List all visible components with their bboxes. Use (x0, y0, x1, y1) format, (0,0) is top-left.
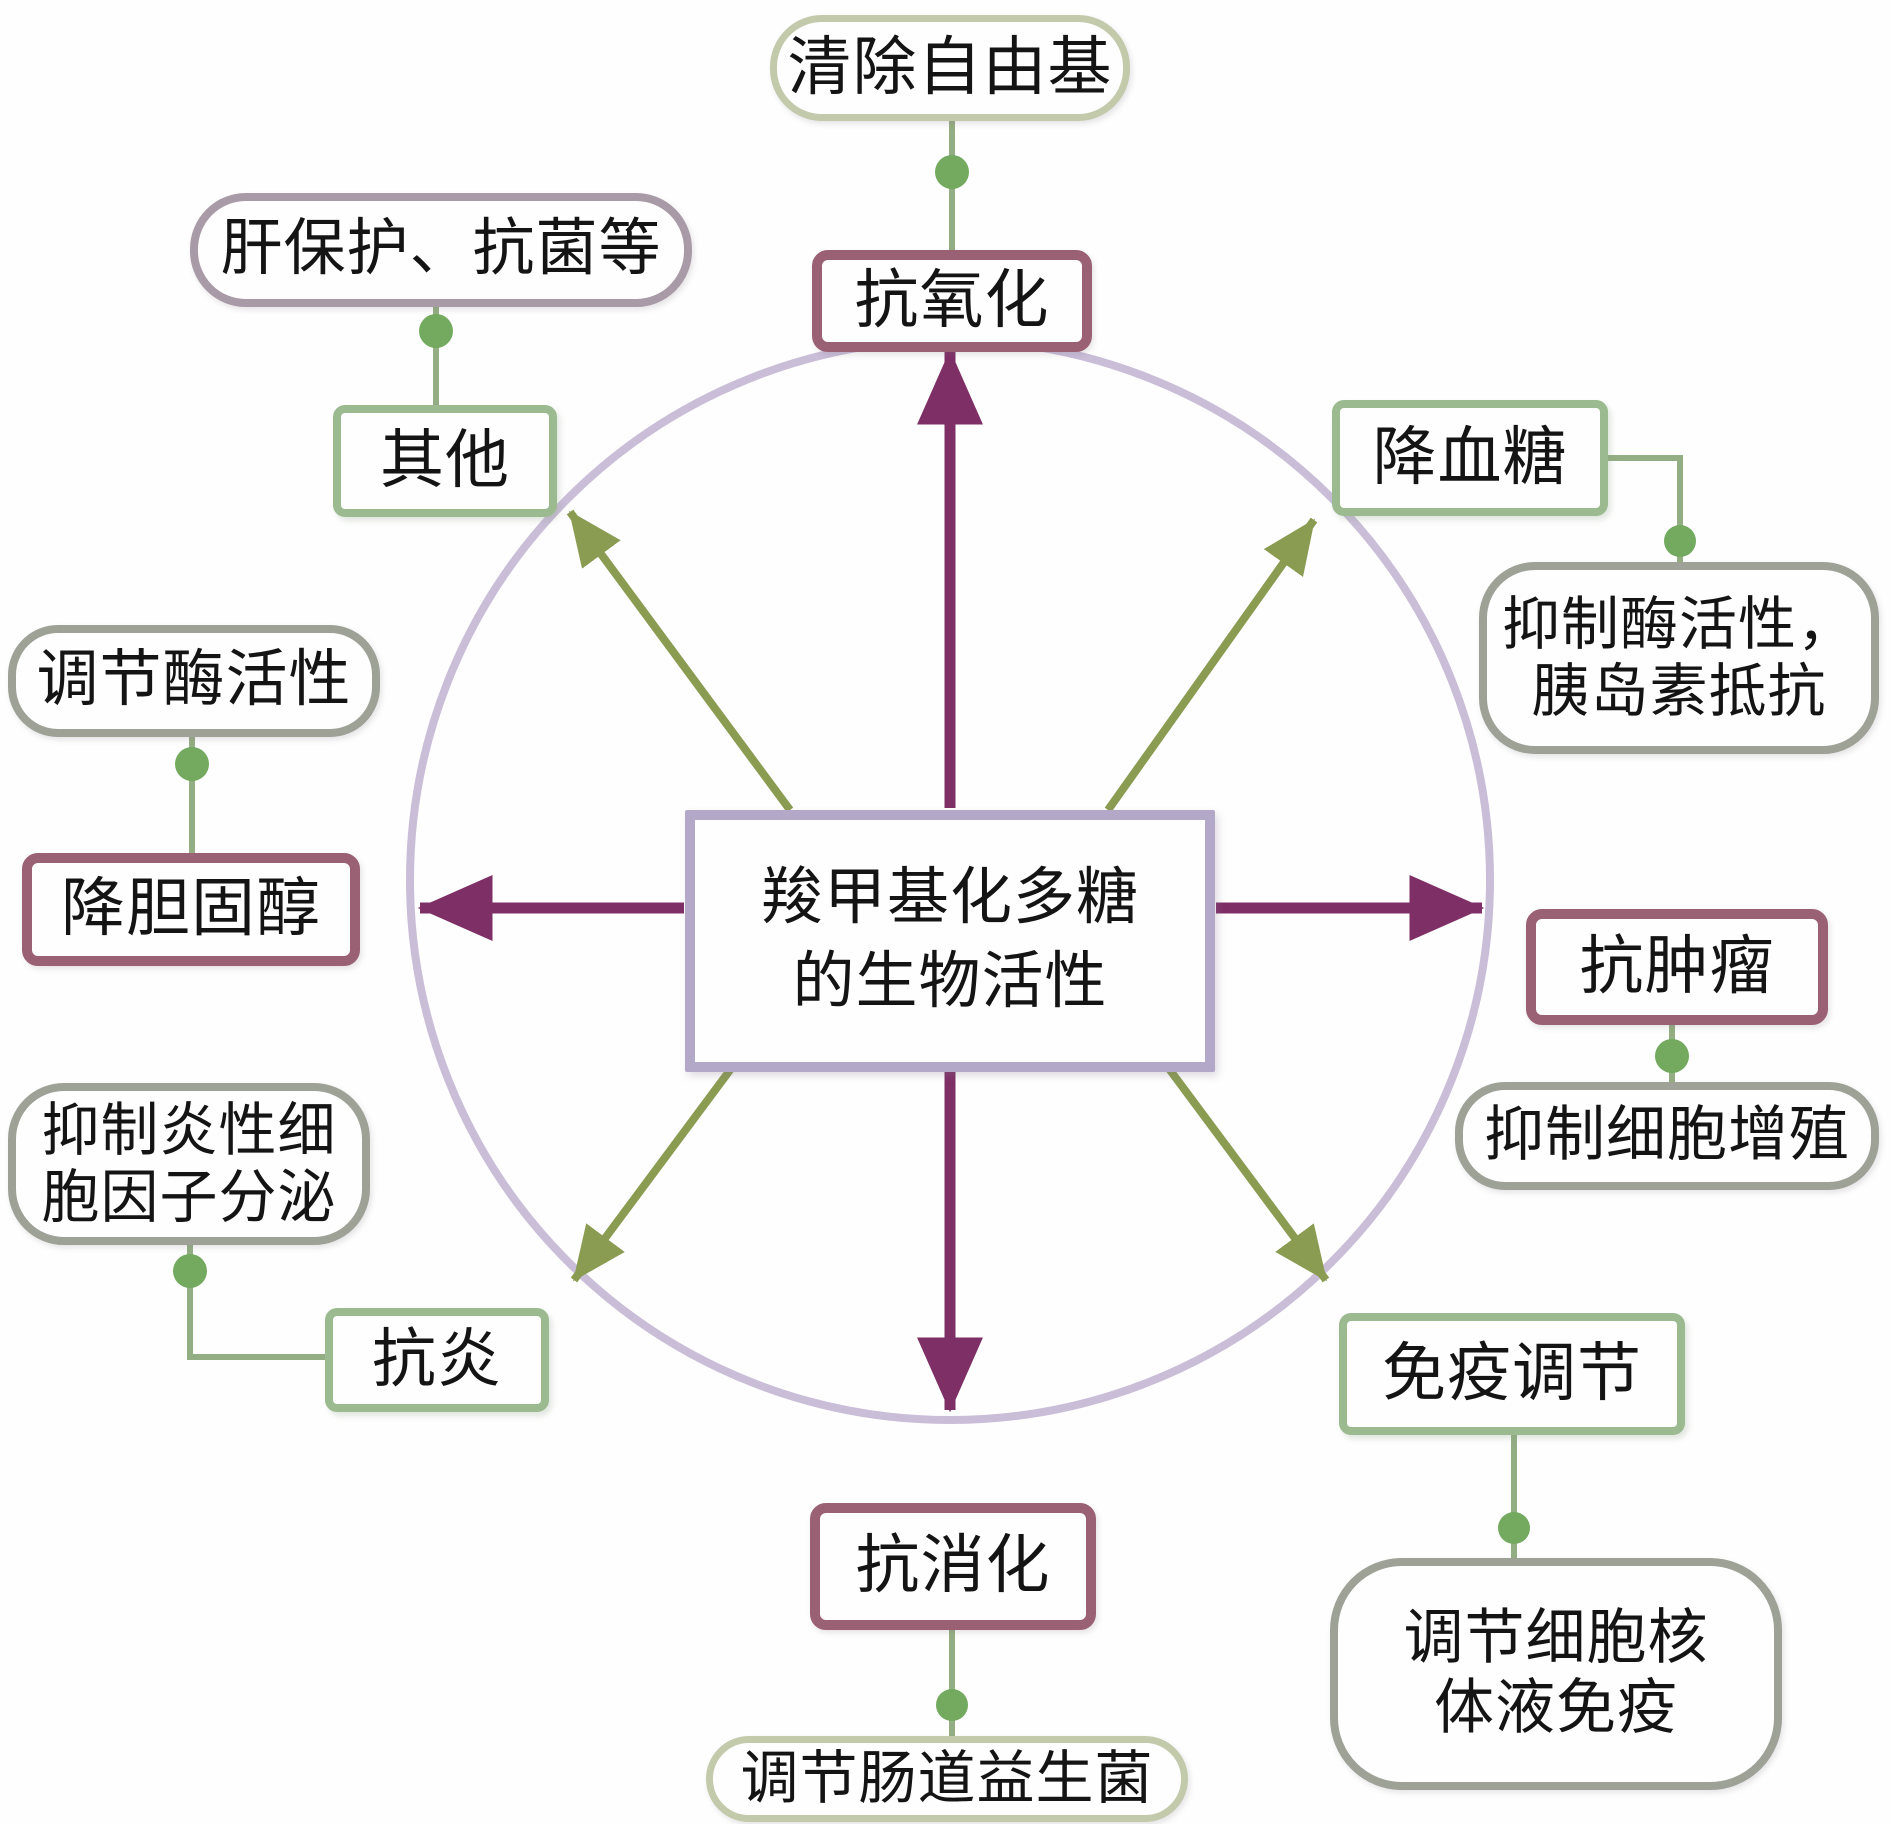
arrow-lower-left (570, 1059, 740, 1283)
node-antioxidant: 抗氧化 (812, 250, 1092, 352)
connector-dot (173, 1254, 207, 1288)
node-cholesterol: 降胆固醇 (22, 853, 360, 966)
connector-dot (935, 155, 969, 189)
node-proliferation: 抑制细胞增殖 (1455, 1082, 1879, 1190)
node-center: 羧甲基化多糖 的生物活性 (685, 810, 1215, 1072)
connector-dot (1498, 1512, 1530, 1544)
node-anti-inflammatory: 抗炎 (325, 1308, 549, 1412)
arrow-upper-left (566, 509, 794, 813)
node-free-radical: 清除自由基 (770, 15, 1130, 121)
node-other: 其他 (333, 405, 557, 517)
arrow-upper-right (1104, 517, 1318, 813)
node-probiotics: 调节肠道益生菌 (706, 1736, 1188, 1822)
connector-cytokine-antiinflammatory (187, 1244, 327, 1360)
connector-dot (175, 747, 209, 781)
node-cytokine: 抑制炎性细 胞因子分泌 (8, 1083, 370, 1245)
node-liver-protection: 肝保护、抗菌等 (190, 193, 692, 307)
connector-dot (419, 314, 453, 348)
node-enzyme-activity: 调节酶活性 (8, 625, 380, 737)
connector-dot (936, 1689, 968, 1721)
node-immune: 免疫调节 (1339, 1313, 1685, 1435)
node-enzyme-insulin: 抑制酶活性， 胰岛素抵抗 (1479, 562, 1879, 754)
connector-dot (1655, 1039, 1689, 1073)
node-immunity-detail: 调节细胞核 体液免疫 (1330, 1558, 1782, 1790)
arrow-lower-right (1160, 1059, 1330, 1283)
connector-dot (1664, 525, 1696, 557)
node-antitumor: 抗肿瘤 (1526, 909, 1828, 1025)
node-anti-digestion: 抗消化 (810, 1503, 1096, 1630)
node-hypoglycemic: 降血糖 (1332, 400, 1608, 516)
